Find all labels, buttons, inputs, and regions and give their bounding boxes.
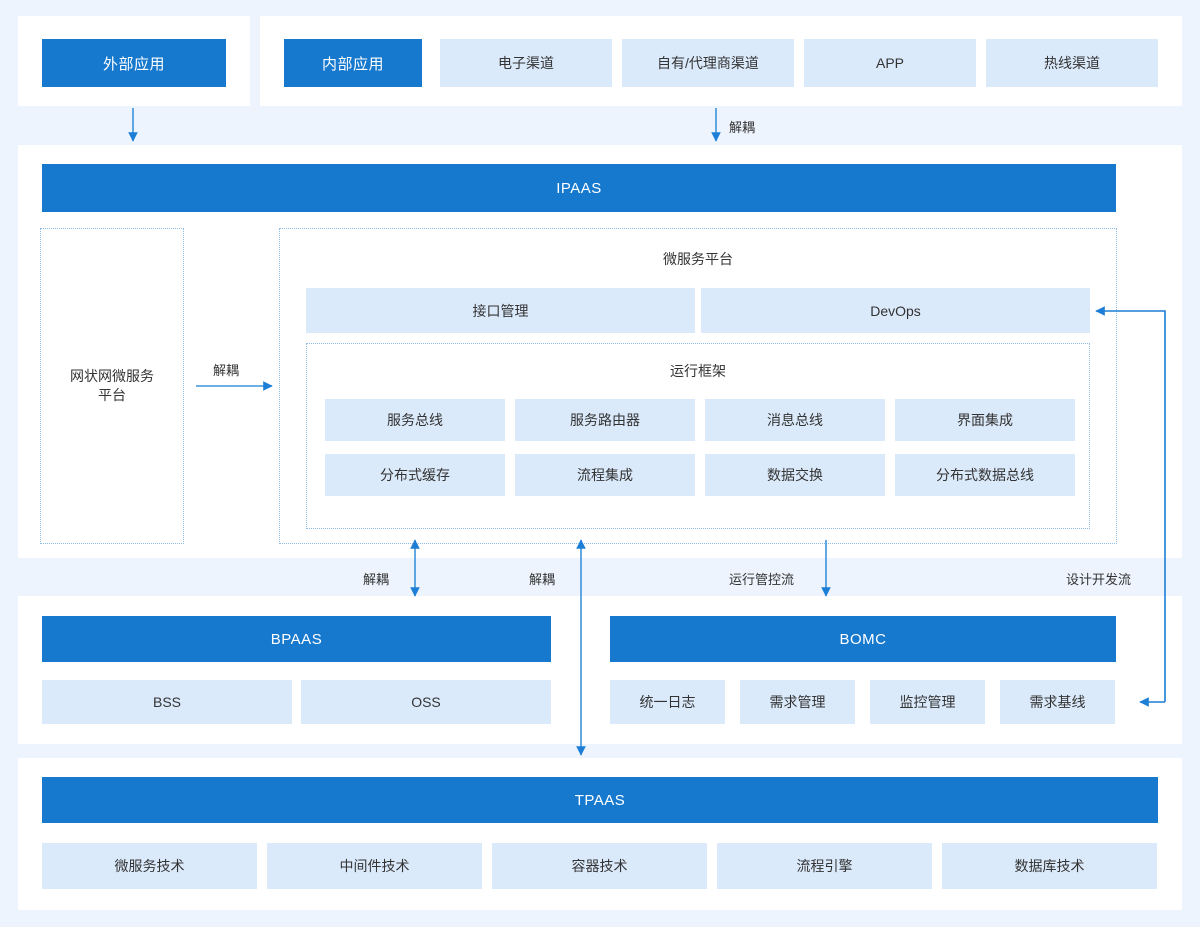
mesh-platform-label-line2: 平台 (98, 387, 126, 403)
label-mesh-to-microservice: 解耦 (213, 363, 240, 378)
tpaas-box-microservice-tech[interactable]: 微服务技术 (42, 843, 257, 889)
rf-box-data-exchange[interactable]: 数据交换 (705, 454, 885, 496)
tpaas-box-middleware-tech[interactable]: 中间件技术 (267, 843, 482, 889)
tpaas-box-database-tech[interactable]: 数据库技术 (942, 843, 1157, 889)
label-ipaas-to-tpaas: 解耦 (529, 572, 556, 587)
bomc-header[interactable]: BOMC (610, 616, 1116, 662)
label-ipaas-to-bpaas: 解耦 (363, 572, 390, 587)
mesh-platform-label-line1: 网状网微服务 (70, 368, 154, 385)
microservice-platform-title: 微服务平台 (663, 250, 733, 267)
tpaas-header[interactable]: TPAAS (42, 777, 1158, 823)
bpaas-box-oss[interactable]: OSS (301, 680, 551, 724)
rf-box-process-integration[interactable]: 流程集成 (515, 454, 695, 496)
ipaas-header[interactable]: IPAAS (42, 164, 1116, 212)
label-app-to-ipaas: 解耦 (729, 120, 756, 135)
label-ipaas-to-bomc: 运行管控流 (729, 572, 795, 587)
app-box-echannel[interactable]: 电子渠道 (440, 39, 612, 87)
ms-box-devops[interactable]: DevOps (701, 288, 1090, 333)
tpaas-box-process-engine[interactable]: 流程引擎 (717, 843, 932, 889)
rf-box-distributed-data-bus[interactable]: 分布式数据总线 (895, 454, 1075, 496)
rf-box-ui-integration[interactable]: 界面集成 (895, 399, 1075, 441)
rf-box-distributed-cache[interactable]: 分布式缓存 (325, 454, 505, 496)
rf-box-service-router[interactable]: 服务路由器 (515, 399, 695, 441)
app-box-app[interactable]: APP (804, 39, 976, 87)
rf-box-message-bus[interactable]: 消息总线 (705, 399, 885, 441)
ms-box-api-management[interactable]: 接口管理 (306, 288, 695, 333)
bpaas-header[interactable]: BPAAS (42, 616, 551, 662)
bomc-box-monitoring-management[interactable]: 监控管理 (870, 680, 985, 724)
app-box-agent-channel[interactable]: 自有/代理商渠道 (622, 39, 794, 87)
bomc-box-unified-log[interactable]: 统一日志 (610, 680, 725, 724)
label-design-dev-flow: 设计开发流 (1066, 572, 1132, 587)
mesh-platform-label: 网状网微服务 平台 (40, 228, 184, 544)
mesh-platform-box[interactable] (40, 228, 184, 544)
bomc-box-requirement-management[interactable]: 需求管理 (740, 680, 855, 724)
app-box-internal[interactable]: 内部应用 (284, 39, 422, 87)
rf-box-service-bus[interactable]: 服务总线 (325, 399, 505, 441)
tpaas-box-container-tech[interactable]: 容器技术 (492, 843, 707, 889)
bomc-box-requirement-baseline[interactable]: 需求基线 (1000, 680, 1115, 724)
app-box-hotline[interactable]: 热线渠道 (986, 39, 1158, 87)
runtime-framework-box[interactable] (306, 343, 1090, 529)
app-box-external[interactable]: 外部应用 (42, 39, 226, 87)
runtime-framework-title: 运行框架 (670, 362, 726, 379)
bpaas-box-bss[interactable]: BSS (42, 680, 292, 724)
